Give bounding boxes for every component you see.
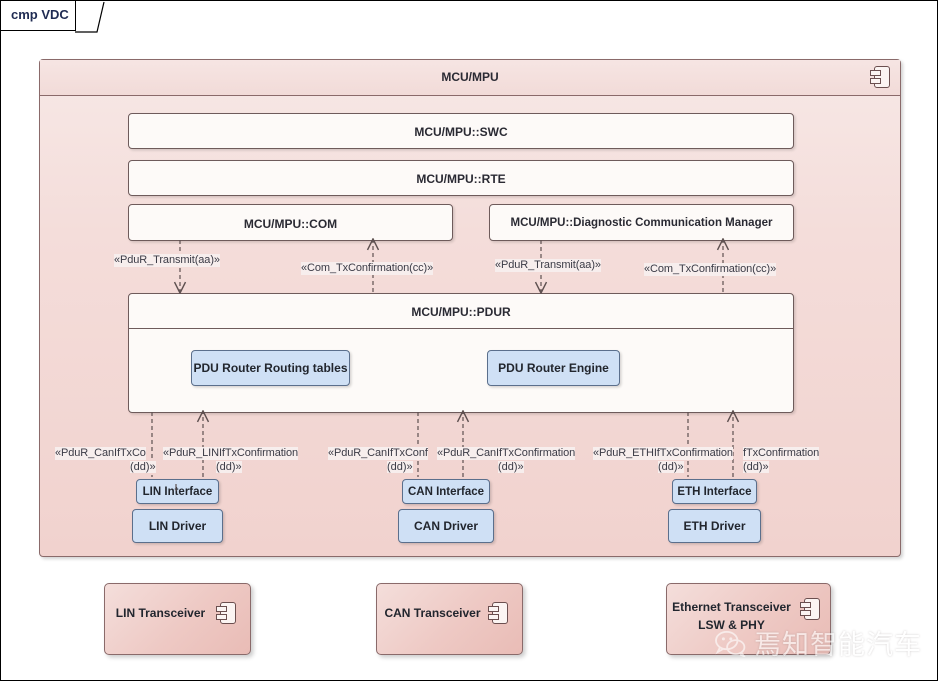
component-icon <box>488 602 508 624</box>
stereotype-eth-ethif2-line2: (dd)» <box>743 461 769 473</box>
stereotype-lin-canif-line2: (dd)» <box>130 461 156 473</box>
box-eth-interface[interactable]: ETH Interface <box>672 479 757 504</box>
layer-dcm[interactable]: MCU/MPU::Diagnostic Communication Manage… <box>489 204 794 241</box>
stereotype-lin-linif-line1: «PduR_LINIfTxConfirmation <box>163 447 299 460</box>
pdur-divider <box>129 328 793 329</box>
component-lin-transceiver[interactable]: LIN Transceiver <box>104 583 251 655</box>
stereotype-dcm-transmit: «PduR_Transmit(aa)» <box>495 259 601 272</box>
layer-dcm-label: MCU/MPU::Diagnostic Communication Manage… <box>510 217 773 229</box>
layer-pdur-label: MCU/MPU::PDUR <box>411 305 511 319</box>
frame-label: cmp VDC <box>11 7 69 22</box>
stereotype-can-canif1-line1: «PduR_CanIfTxConf <box>328 447 428 460</box>
stereotype-eth-ethif2-line1: fTxConfirmation <box>743 447 820 460</box>
stereotype-lin-linif-line2: (dd)» <box>216 461 242 473</box>
stereotype-lin-canif-line1: «PduR_CanIfTxCo <box>55 447 146 460</box>
box-can-driver[interactable]: CAN Driver <box>398 509 494 543</box>
lin-transceiver-label: LIN Transceiver <box>115 606 206 620</box>
component-icon <box>870 66 890 88</box>
layer-rte[interactable]: MCU/MPU::RTE <box>128 160 794 196</box>
stereotype-eth-ethif1-line1: «PduR_ETHIfTxConfirmation <box>593 447 733 460</box>
component-can-transceiver[interactable]: CAN Transceiver <box>376 583 523 655</box>
box-can-interface[interactable]: CAN Interface <box>402 479 490 504</box>
box-lin-interface[interactable]: LIN Interface <box>136 479 219 504</box>
layer-swc[interactable]: MCU/MPU::SWC <box>128 113 794 149</box>
stereotype-can-canif2-line1: «PduR_CanIfTxConfirmation <box>437 447 576 460</box>
stereotype-dcm-txconfirmation: «Com_TxConfirmation(cc)» <box>644 263 777 276</box>
component-mcu-mpu-title: MCU/MPU <box>441 70 499 84</box>
layer-swc-label: MCU/MPU::SWC <box>414 125 508 139</box>
layer-com[interactable]: MCU/MPU::COM <box>128 204 453 241</box>
component-icon <box>800 598 820 620</box>
can-transceiver-label: CAN Transceiver <box>384 606 481 620</box>
stereotype-can-canif1-line2: (dd)» <box>387 461 413 473</box>
layer-pdur[interactable]: MCU/MPU::PDUR PDU Router Routing tables … <box>128 293 794 413</box>
stereotype-can-canif2-line2: (dd)» <box>498 461 524 473</box>
layer-com-label: MCU/MPU::COM <box>243 217 338 231</box>
component-mcu-mpu-header: MCU/MPU <box>40 60 900 96</box>
ethernet-transceiver-label: Ethernet Transceiver <box>672 600 791 614</box>
stereotype-com-txconfirmation: «Com_TxConfirmation(cc)» <box>301 262 434 275</box>
subcomponent-router-engine[interactable]: PDU Router Engine <box>487 350 620 386</box>
ethernet-transceiver-sublabel: LSW & PHY <box>698 618 765 632</box>
layer-rte-label: MCU/MPU::RTE <box>416 172 506 186</box>
box-lin-driver[interactable]: LIN Driver <box>132 509 223 543</box>
component-icon <box>216 602 236 624</box>
component-ethernet-transceiver[interactable]: Ethernet Transceiver LSW & PHY <box>666 583 831 655</box>
box-eth-driver[interactable]: ETH Driver <box>668 509 761 543</box>
frame-tab <box>1 1 76 31</box>
frame-tab-notch <box>75 1 105 33</box>
stereotype-eth-ethif1-line2: (dd)» <box>658 461 684 473</box>
stereotype-com-transmit: «PduR_Transmit(aa)» <box>114 254 220 267</box>
component-mcu-mpu[interactable]: MCU/MPU MCU/MPU::SWC MCU/MPU::RTE MCU/MP… <box>39 59 901 557</box>
subcomponent-routing-tables[interactable]: PDU Router Routing tables <box>191 350 350 386</box>
